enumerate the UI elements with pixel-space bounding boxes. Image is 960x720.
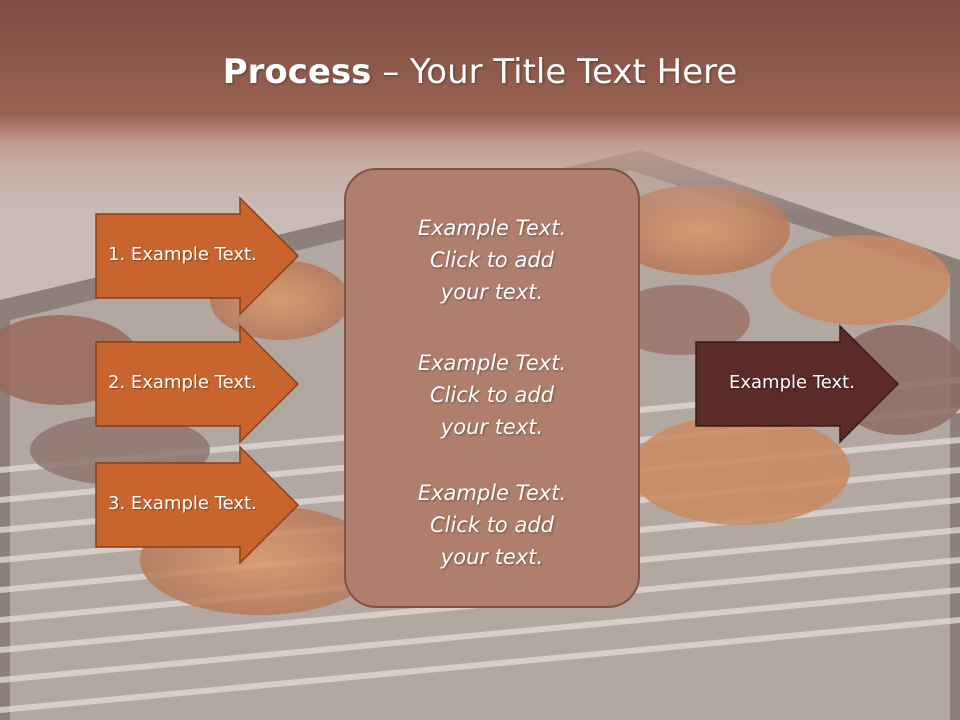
right-arrow-label[interactable]: Example Text. [729,372,855,393]
center-block-3-line-3: your text. [440,545,544,569]
center-block-2-line-1: Example Text. [417,351,567,375]
center-block-2[interactable]: Example Text. Click to add your text. [344,347,640,443]
center-block-3-line-1: Example Text. [417,481,567,505]
arrow-label-3[interactable]: 3. Example Text. [108,493,257,514]
center-text-box[interactable] [344,168,640,608]
arrow-3-shape [95,445,300,565]
center-block-3-line-2: Click to add [429,513,554,537]
arrow-label-1[interactable]: 1. Example Text. [108,244,257,265]
arrow-1-shape [95,196,300,316]
center-block-2-line-2: Click to add [429,383,554,407]
slide-title: Process – Your Title Text Here [0,52,960,92]
center-block-2-line-3: your text. [440,415,544,439]
center-block-1[interactable]: Example Text. Click to add your text. [344,212,640,308]
title-rest: – Your Title Text Here [371,52,738,92]
arrow-label-2[interactable]: 2. Example Text. [108,372,257,393]
title-bold: Process [222,52,372,92]
center-block-1-line-2: Click to add [429,248,554,272]
center-block-3[interactable]: Example Text. Click to add your text. [344,477,640,573]
arrow-2-shape [95,324,300,444]
center-block-1-line-3: your text. [440,280,544,304]
center-block-1-line-1: Example Text. [417,216,567,240]
right-arrow-shape [695,324,900,444]
